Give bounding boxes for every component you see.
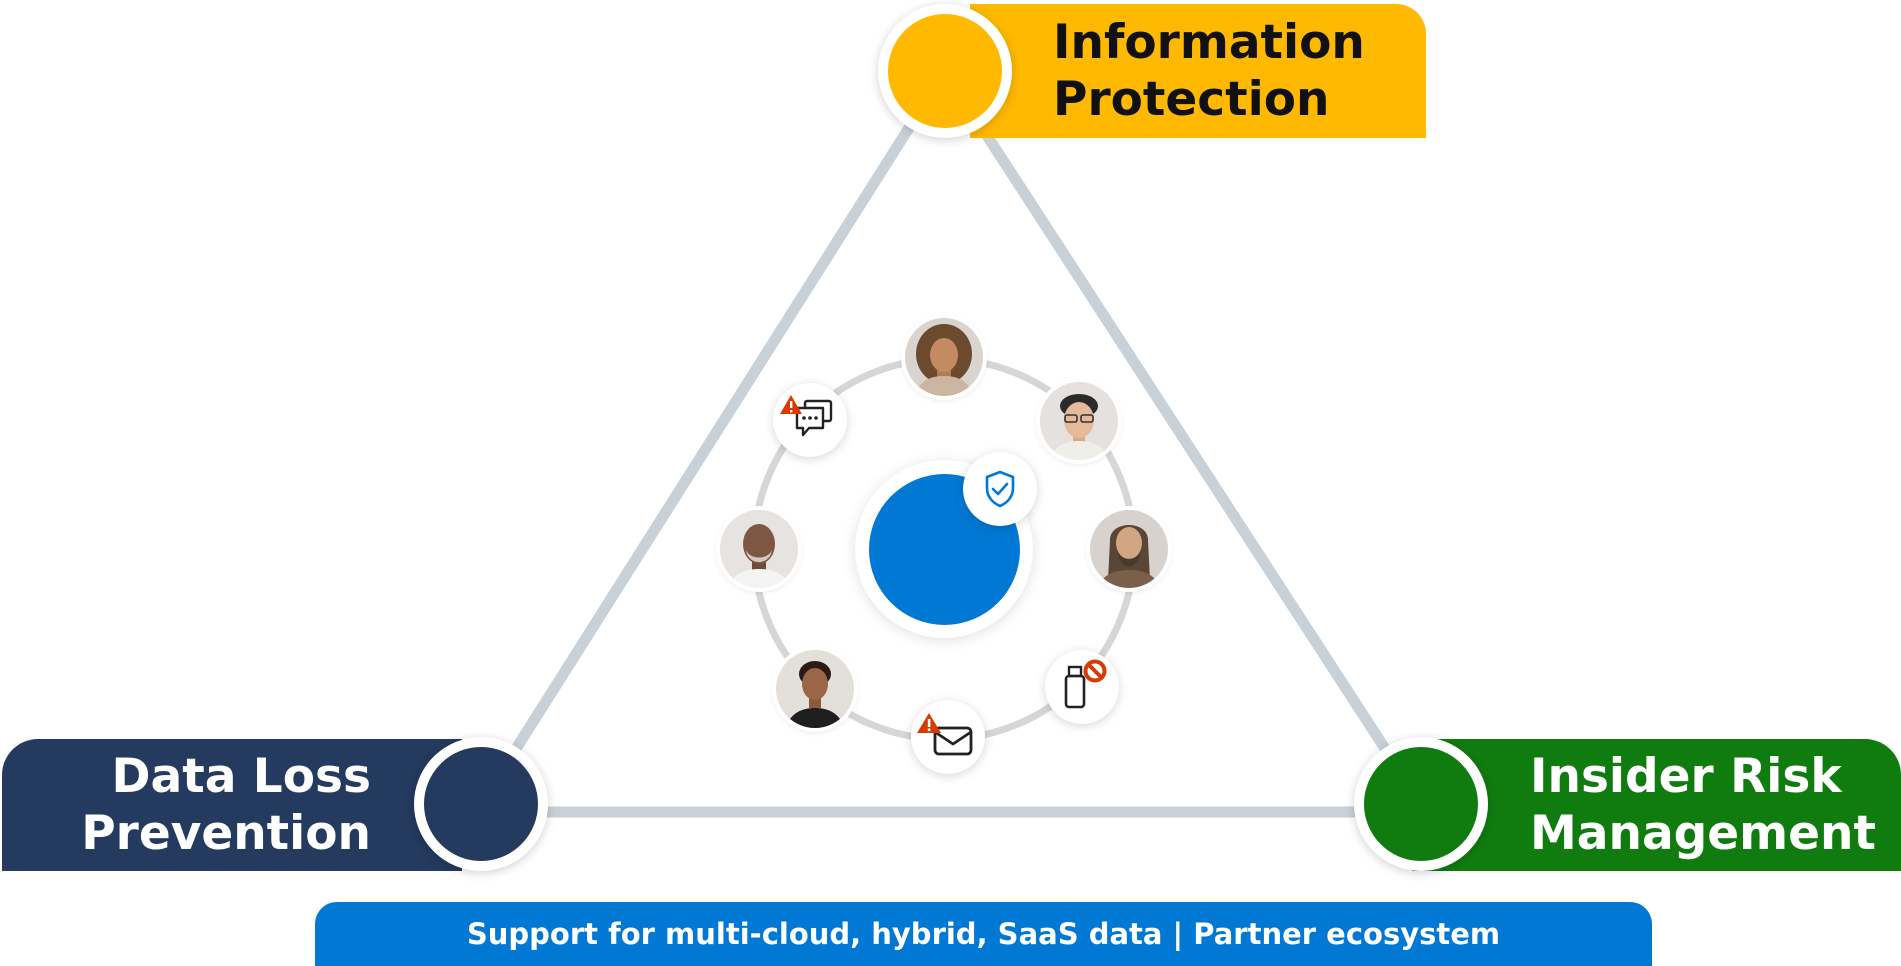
information-protection-line1: Information [1053, 15, 1365, 70]
shield-check-badge [963, 452, 1037, 526]
connector-ip-dlp [475, 65, 951, 810]
avatar-woman-dark-top [776, 650, 854, 728]
insider-risk-management-node [1354, 737, 1488, 871]
shield-check-icon [985, 470, 1015, 508]
information-protection-line2: Protection [1053, 72, 1330, 127]
insider-risk-management-label: Insider Risk Management [1412, 739, 1901, 871]
data-loss-prevention-node [414, 737, 548, 871]
mail-warning-icon [917, 713, 973, 756]
chat-warning-badge [773, 383, 847, 457]
avatar-bald-man-beard [720, 510, 798, 588]
partner-ecosystem-banner: Support for multi-cloud, hybrid, SaaS da… [315, 902, 1652, 966]
avatar-man-with-glasses [1040, 382, 1118, 460]
avatar-man-long-hair-beard [1090, 510, 1168, 588]
usb-blocked-badge [1045, 650, 1119, 724]
chat-warning-icon [780, 395, 833, 437]
connector-ip-irm [939, 65, 1427, 810]
data-loss-prevention-line1: Data Loss [111, 749, 371, 804]
mail-warning-badge [911, 700, 985, 774]
usb-blocked-icon [1064, 659, 1107, 709]
insider-risk-management-line1: Insider Risk [1530, 749, 1842, 804]
information-protection-label: Information Protection [970, 4, 1426, 138]
data-loss-prevention-line2: Prevention [81, 806, 371, 861]
insider-risk-management-line2: Management [1530, 806, 1876, 861]
data-loss-prevention-label: Data Loss Prevention [2, 739, 462, 871]
information-protection-node [878, 4, 1012, 138]
avatar-woman-curly-hair [905, 318, 983, 396]
